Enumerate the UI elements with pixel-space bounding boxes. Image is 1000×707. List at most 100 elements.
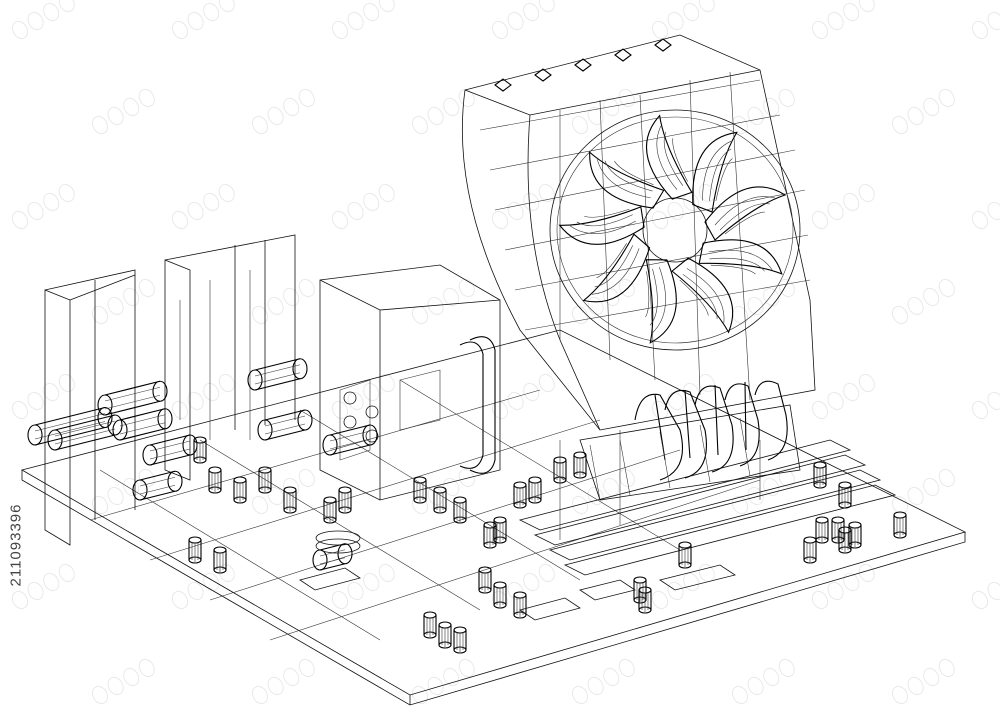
io-heatpipe: [459, 336, 496, 474]
capacitor: [831, 516, 845, 544]
motherboard-pcb: [20, 329, 967, 706]
expansion-card-brackets: [44, 234, 296, 546]
fan-blade: [704, 186, 787, 241]
capacitor: [573, 451, 587, 479]
board-chips: [299, 530, 736, 621]
watermark-mark: [91, 88, 155, 135]
capacitor: [815, 516, 829, 544]
audio-jack-cylinder: [27, 406, 113, 446]
fan-blade: [671, 257, 734, 334]
watermark-mark: [651, 563, 715, 610]
io-shield: [319, 264, 501, 501]
capacitor: [208, 466, 222, 494]
watermark-mark: [971, 391, 1000, 420]
fan-blade: [558, 206, 645, 245]
watermark-mark: [171, 183, 235, 230]
capacitor: [813, 461, 827, 489]
watermark-mark: [171, 563, 235, 610]
capacitor: [283, 486, 297, 514]
fan-blade: [582, 233, 651, 303]
watermark-mark: [811, 183, 875, 230]
watermark-mark: [91, 278, 155, 325]
watermark-mark: [251, 278, 315, 325]
watermark-mark: [571, 658, 635, 705]
watermark-mark: [91, 658, 155, 705]
capacitor: [678, 541, 692, 569]
watermark-mark: [651, 373, 715, 420]
capacitor: [193, 436, 207, 464]
watermark-mark: [411, 278, 475, 325]
audio-jack-cylinder: [247, 358, 308, 391]
audio-jack-cylinder: [97, 380, 168, 416]
capacitor: [233, 476, 247, 504]
capacitor: [848, 521, 862, 549]
audio-jack-cylinder: [112, 408, 173, 441]
watermark-mark: [491, 563, 555, 610]
watermark-mark: [731, 658, 795, 705]
capacitor: [893, 511, 907, 539]
rear-audio-jacks: [27, 358, 378, 571]
cpu-cooler-shroud: [461, 34, 816, 431]
capacitor: [638, 586, 652, 614]
capacitor: [838, 481, 852, 509]
audio-jack-cylinder: [142, 434, 198, 466]
capacitor: [438, 621, 452, 649]
watermark-mark: [891, 468, 955, 515]
fan-blade: [646, 114, 693, 200]
watermark-mark: [251, 658, 315, 705]
watermark-mark: [331, 183, 395, 230]
capacitor: [483, 521, 497, 549]
cooler-heatpipes: [579, 380, 801, 501]
watermark-mark: [331, 0, 395, 40]
capacitor: [433, 486, 447, 514]
capacitor: [453, 626, 467, 654]
watermark-pattern: [11, 0, 1000, 705]
capacitor: [188, 536, 202, 564]
watermark-mark: [571, 88, 635, 135]
watermark-mark: [491, 0, 555, 40]
capacitor: [513, 481, 527, 509]
capacitor: [413, 476, 427, 504]
fan-blades: [558, 114, 787, 344]
capacitors: [188, 436, 907, 654]
watermark-mark: [11, 183, 75, 230]
watermark-mark: [11, 373, 75, 420]
capacitor: [493, 516, 507, 544]
capacitor: [213, 546, 227, 574]
capacitor: [258, 466, 272, 494]
fan-blade: [645, 259, 677, 344]
capacitor: [478, 566, 492, 594]
capacitor: [553, 456, 567, 484]
capacitor: [838, 526, 852, 554]
audio-jack-cylinder: [132, 470, 183, 501]
watermark-mark: [891, 278, 955, 325]
capacitor: [528, 476, 542, 504]
watermark-mark: [11, 0, 75, 40]
side-stock-id-text: 211093396: [7, 503, 25, 587]
audio-jack-cylinder: [322, 424, 378, 456]
audio-jack-cylinder: [312, 543, 353, 571]
capacitor: [423, 611, 437, 639]
watermark-mark: [811, 0, 875, 40]
watermark-mark: [491, 183, 555, 230]
side-stock-id: 211093396: [4, 470, 28, 620]
capacitor: [493, 581, 507, 609]
capacitor: [513, 591, 527, 619]
watermark-mark: [651, 0, 715, 40]
capacitor: [323, 496, 337, 524]
fan-blade: [589, 151, 665, 209]
capacitor: [453, 496, 467, 524]
watermark-mark: [891, 88, 955, 135]
fan-blade: [698, 239, 783, 275]
watermark-mark: [171, 373, 235, 420]
watermark-mark: [571, 278, 635, 325]
watermark-mark: [331, 373, 395, 420]
watermark-mark: [811, 373, 875, 420]
watermark-mark: [891, 658, 955, 705]
capacitor: [338, 486, 352, 514]
watermark-mark: [411, 468, 475, 515]
watermark-mark: [971, 11, 1000, 40]
watermark-mark: [811, 563, 875, 610]
watermark-mark: [411, 88, 475, 135]
